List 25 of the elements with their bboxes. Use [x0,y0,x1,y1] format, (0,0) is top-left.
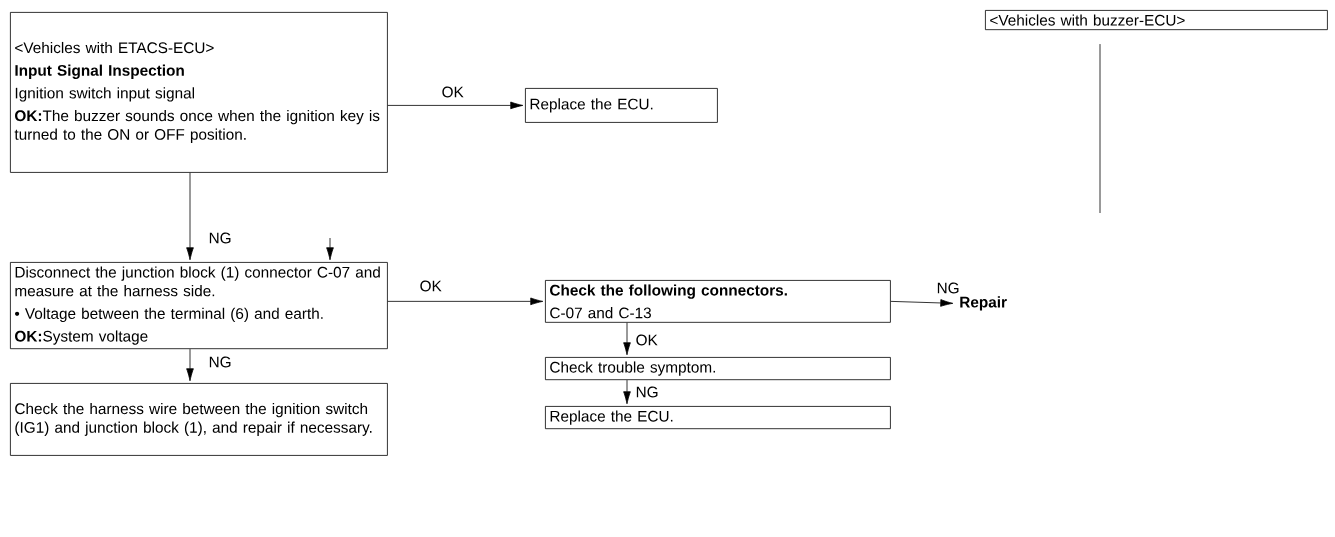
arrow [326,237,334,261]
process-box: Check the following connectors. C-07 and C-13 [545,280,891,323]
connector-line [1099,43,1101,214]
arrow [623,379,631,405]
process-box: Disconnect the junction block (1) connector C-07 and measure at the harness side. • Voltage between the terminal (6) and earth. OK:System voltage [10,262,388,350]
edge-label: OK [440,85,466,99]
edge-label: NG [207,231,233,245]
process-box: <Vehicles with ETACS-ECU> Input Signal Inspection Ignition switch input signal OK:The buzzer sounds once when the ignition key is turned to the ON or OFF position. [10,12,388,173]
process-box: Check trouble symptom. [545,357,891,381]
process-box: Check the harness wire between the ignition switch (IG1) and junction block (1), and repair if necessary. [10,383,388,456]
edge-label: NG [935,281,961,295]
process-box: Replace the ECU. [545,406,891,430]
arrow [890,299,954,307]
edge-label: OK [418,279,444,293]
arrow [186,172,194,261]
arrow [387,297,544,306]
text-label: Repair [960,296,1007,311]
edge-label: NG [207,355,233,369]
heading-box: <Vehicles with buzzer-ECU> [985,10,1328,31]
arrow [387,101,524,110]
arrow [623,322,631,356]
process-box: Replace the ECU. [525,88,718,123]
edge-label: NG [634,385,660,399]
arrow [186,348,194,382]
edge-label: OK [634,333,660,347]
